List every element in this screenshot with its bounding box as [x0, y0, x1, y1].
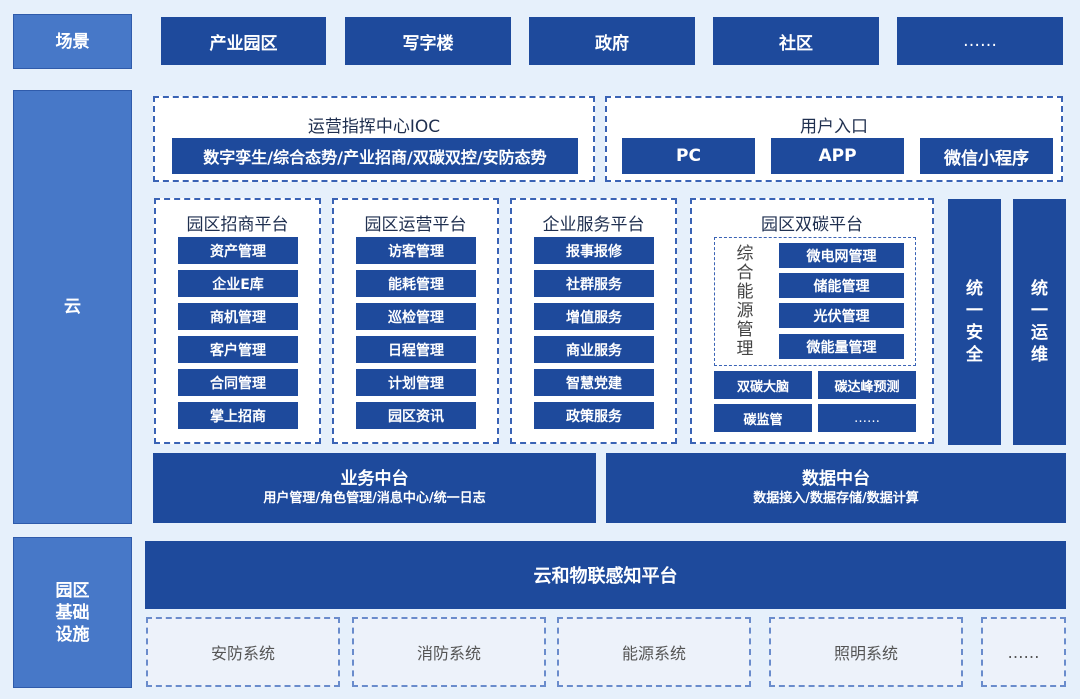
- unified-char: 维: [1031, 345, 1048, 365]
- unified-security: 统 一 安 全: [948, 199, 1001, 445]
- unified-char: 统: [966, 279, 983, 299]
- data-middle-platform: 数据中台 数据接入/数据存储/数据计算: [606, 453, 1066, 523]
- module-box: 碳监管: [714, 404, 812, 432]
- unified-char: 一: [966, 301, 983, 321]
- row-label-cloud-text: 云: [64, 297, 81, 317]
- scene-box: 社区: [713, 17, 879, 65]
- system-box: 能源系统: [557, 617, 751, 687]
- platform-title: 园区双碳平台: [761, 215, 863, 235]
- platform-title: 园区运营平台: [364, 215, 467, 235]
- system-box: 照明系统: [769, 617, 963, 687]
- row-label-infra: 园区 基础 设施: [13, 537, 132, 688]
- module-box: 社群服务: [534, 270, 654, 297]
- iot-platform: 云和物联感知平台: [145, 541, 1066, 609]
- energy-label-char: 管: [736, 319, 754, 340]
- module-box: 储能管理: [779, 273, 904, 298]
- module-box: 巡检管理: [356, 303, 476, 330]
- unified-char: 一: [1031, 301, 1048, 321]
- module-box: 访客管理: [356, 237, 476, 264]
- unified-char: 全: [966, 345, 983, 365]
- module-box: 双碳大脑: [714, 371, 812, 399]
- row-label-infra-line: 设施: [55, 624, 90, 645]
- row-label-infra-line: 基础: [55, 602, 90, 623]
- platform-enterprise-service: 企业服务平台 报事报修 社群服务 增值服务 商业服务 智慧党建 政策服务: [510, 198, 677, 444]
- module-box: 日程管理: [356, 336, 476, 363]
- unified-char: 统: [1031, 279, 1048, 299]
- module-box: 计划管理: [356, 369, 476, 396]
- user-entry-app: APP: [771, 138, 904, 174]
- platform-title: 企业服务平台: [542, 215, 645, 235]
- business-middle-platform: 业务中台 用户管理/角色管理/消息中心/统一日志: [153, 453, 596, 523]
- data-middle-subtitle: 数据接入/数据存储/数据计算: [753, 491, 919, 506]
- platform-operations: 园区运营平台 访客管理 能耗管理 巡检管理 日程管理 计划管理 园区资讯: [332, 198, 499, 444]
- business-middle-title: 业务中台: [340, 469, 409, 489]
- module-box: 能耗管理: [356, 270, 476, 297]
- row-label-infra-line: 园区: [55, 580, 90, 601]
- module-box: 增值服务: [534, 303, 654, 330]
- module-box: 客户管理: [178, 336, 298, 363]
- module-box: 商机管理: [178, 303, 298, 330]
- energy-label-char: 综: [736, 243, 754, 264]
- module-box: 政策服务: [534, 402, 654, 429]
- module-box: 微电网管理: [779, 243, 904, 268]
- module-box: ……: [818, 404, 916, 432]
- row-label-scene-text: 场景: [55, 31, 90, 52]
- module-box: 智慧党建: [534, 369, 654, 396]
- system-box: 安防系统: [146, 617, 340, 687]
- module-box: 报事报修: [534, 237, 654, 264]
- platform-investment: 园区招商平台 资产管理 企业E库 商机管理 客户管理 合同管理 掌上招商: [154, 198, 321, 444]
- data-middle-title: 数据中台: [802, 469, 870, 489]
- system-box: 消防系统: [352, 617, 546, 687]
- energy-label-char: 合: [736, 262, 754, 283]
- row-label-cloud: 云: [13, 90, 132, 524]
- module-box: 掌上招商: [178, 402, 298, 429]
- energy-label-char: 源: [736, 300, 754, 321]
- unified-operations: 统 一 运 维: [1013, 199, 1066, 445]
- energy-management-label: 综 合 能 源 管 理: [715, 238, 775, 365]
- platform-title: 园区招商平台: [186, 215, 289, 235]
- system-box: ……: [981, 617, 1066, 687]
- ioc-title: 运营指挥中心IOC: [307, 117, 441, 137]
- ioc-panel: 运营指挥中心IOC 数字孪生/综合态势/产业招商/双碳双控/安防态势: [153, 96, 595, 182]
- module-box: 碳达峰预测: [818, 371, 916, 399]
- module-box: 微能量管理: [779, 334, 904, 359]
- user-entry-panel: 用户入口 PC APP 微信小程序: [605, 96, 1063, 182]
- scene-box: 政府: [529, 17, 695, 65]
- business-middle-subtitle: 用户管理/角色管理/消息中心/统一日志: [263, 491, 486, 506]
- ioc-content: 数字孪生/综合态势/产业招商/双碳双控/安防态势: [172, 138, 578, 174]
- user-entry-wechat: 微信小程序: [920, 138, 1053, 174]
- module-box: 园区资讯: [356, 402, 476, 429]
- module-box: 合同管理: [178, 369, 298, 396]
- unified-char: 安: [966, 323, 983, 343]
- module-box: 资产管理: [178, 237, 298, 264]
- module-box: 企业E库: [178, 270, 298, 297]
- module-box: 光伏管理: [779, 303, 904, 328]
- module-box: 商业服务: [534, 336, 654, 363]
- scene-box: 产业园区: [161, 17, 326, 65]
- user-entry-title: 用户入口: [800, 117, 868, 137]
- unified-char: 运: [1031, 323, 1048, 343]
- platform-carbon: 园区双碳平台 综 合 能 源 管 理 微电网管理 储能管理 光伏管理 微能量管理…: [690, 198, 934, 444]
- user-entry-pc: PC: [622, 138, 755, 174]
- row-label-scene: 场景: [13, 14, 132, 69]
- scene-box: ……: [897, 17, 1063, 65]
- energy-label-char: 理: [736, 338, 754, 359]
- energy-label-char: 能: [736, 281, 754, 302]
- energy-management-group: 综 合 能 源 管 理 微电网管理 储能管理 光伏管理 微能量管理: [714, 237, 916, 366]
- scene-box: 写字楼: [345, 17, 511, 65]
